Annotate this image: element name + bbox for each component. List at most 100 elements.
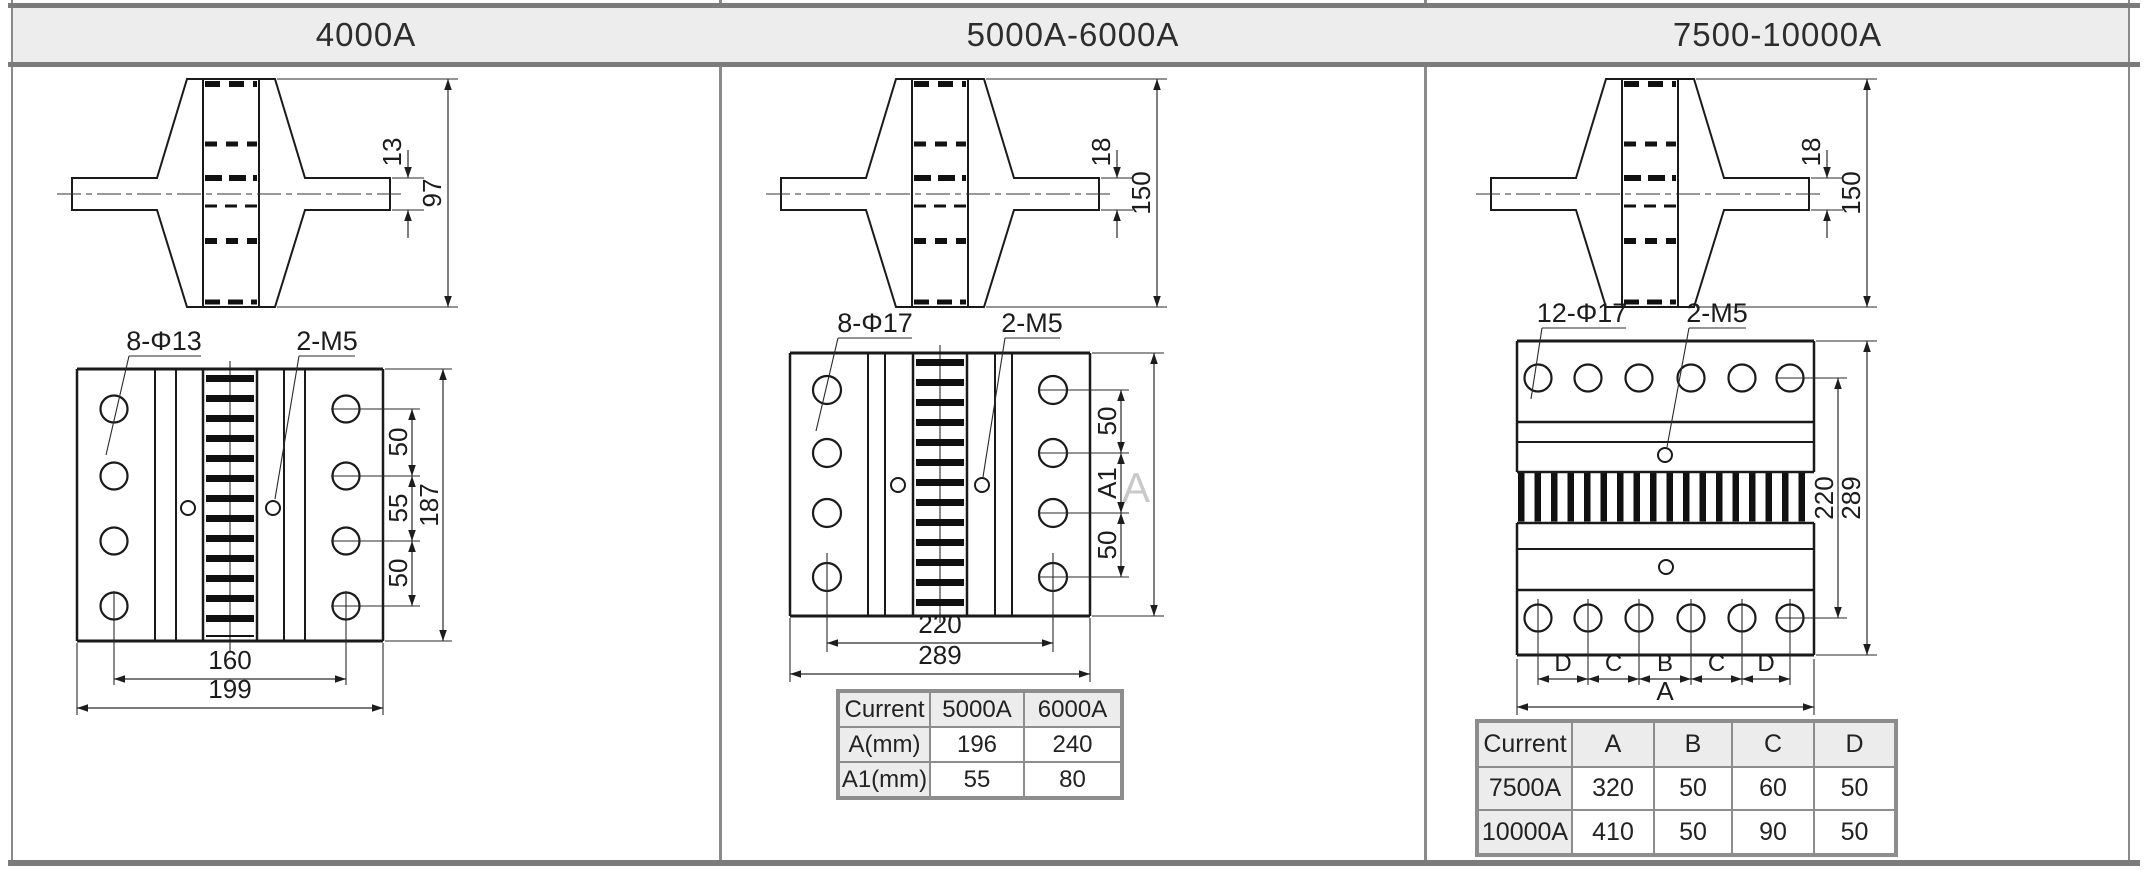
dimension-arrowhead — [114, 675, 125, 683]
dimension-arrowhead — [408, 409, 416, 420]
right-border — [2128, 0, 2130, 862]
table-cell: 90 — [1731, 809, 1815, 856]
dimension-arrowhead — [1517, 703, 1528, 711]
holes-callout: 8-Φ17 — [837, 308, 913, 338]
dim-overall-height-front: 289 — [1836, 476, 1866, 519]
dimension-arrowhead — [1639, 675, 1650, 683]
leader-line — [815, 337, 839, 432]
dimension-arrowhead — [1823, 210, 1831, 221]
dimension-arrowhead — [1731, 675, 1742, 683]
dimension-arrowhead — [1742, 675, 1753, 683]
dim-bar-thickness: 18 — [1796, 138, 1826, 167]
table-cell: 60 — [1731, 766, 1815, 811]
spec-table-7500-10000a: Current A B C D 7500A 320 50 60 50 10000… — [1475, 719, 1898, 857]
dimension-arrowhead — [1153, 79, 1161, 90]
table-cell: 50 — [1813, 809, 1897, 856]
dimension-arrowhead — [790, 670, 801, 678]
panel-drawing-5000a-6000a: 150 18 — [766, 78, 1167, 682]
dimension-arrowhead — [408, 476, 416, 487]
dimension-arrowhead — [1834, 607, 1842, 618]
extension-lines — [76, 368, 452, 715]
dimension-arrowhead — [1863, 296, 1871, 307]
m5-hole — [1657, 447, 1673, 463]
panel-drawing-4000a: 97 13 — [57, 78, 458, 715]
dimension-arrowhead — [1117, 390, 1125, 401]
holes-callout: 8-Φ13 — [126, 326, 202, 356]
leader-line — [105, 355, 130, 456]
header-rule — [8, 62, 2140, 67]
dimension-arrowhead — [1153, 296, 1161, 307]
dimension-arrowhead — [1588, 675, 1599, 683]
dim-hole-pitch-a1: A1 — [1092, 467, 1122, 499]
bottom-rule — [8, 860, 2140, 866]
dimension-arrowhead — [1577, 675, 1588, 683]
top-rule — [8, 3, 2140, 8]
dim-segment-b: B — [1657, 650, 1673, 677]
dimension-arrowhead — [1117, 513, 1125, 524]
dimension-arrowhead — [1150, 353, 1158, 364]
lamination-stack — [205, 81, 257, 305]
dimension-arrowhead — [439, 630, 447, 641]
side-view: 150 18 — [766, 78, 1167, 308]
table-cell: 80 — [1023, 761, 1123, 799]
dim-hole-pitch: 50 — [1092, 407, 1122, 436]
leader-line — [1666, 327, 1690, 448]
front-view: 50 55 50 187 160 199 8-Φ13 2-M5 — [75, 326, 452, 715]
table-cell: 240 — [1023, 726, 1123, 763]
column-divider — [1424, 0, 1427, 862]
dimension-arrowhead — [444, 79, 452, 90]
lamination-stack — [1624, 81, 1676, 305]
table-cell: 50 — [1653, 809, 1733, 856]
dim-overall-width-variable: A — [1656, 676, 1674, 706]
dimension-arrowhead — [1779, 675, 1790, 683]
leader-line — [1530, 327, 1543, 400]
table-header-cell: Current — [1476, 720, 1573, 768]
dimension-arrowhead — [1113, 210, 1121, 221]
dimension-arrowhead — [1834, 378, 1842, 389]
dim-hole-pitch: 50 — [383, 428, 413, 457]
dimension-arrowhead — [408, 595, 416, 606]
column-divider — [719, 0, 722, 862]
m5-hole — [974, 477, 990, 493]
table-cell: 410 — [1571, 809, 1655, 856]
dimension-arrowhead — [335, 675, 346, 683]
dimension-arrowhead — [408, 465, 416, 476]
dim-hole-pitch: 50 — [1092, 531, 1122, 560]
table-row-label: A(mm) — [837, 726, 931, 763]
table-row: A(mm) 196 240 — [837, 726, 1123, 763]
dim-hole-pitch: 55 — [383, 494, 413, 523]
dimension-arrowhead — [408, 541, 416, 552]
spec-table-5000a-6000a: Current 5000A 6000A A(mm) 196 240 A1(mm)… — [836, 689, 1124, 800]
table-row-label: 7500A — [1476, 766, 1573, 811]
dimension-arrowhead — [1042, 639, 1053, 647]
dimension-arrowhead — [1691, 675, 1702, 683]
dim-hole-span-vertical: 220 — [1809, 476, 1839, 519]
leader-line — [274, 355, 300, 500]
front-view: 220 289 D C B C D A 12-Φ17 2-M5 — [1515, 298, 1877, 715]
lamination-stack — [914, 81, 966, 305]
dimension-arrowhead — [1150, 605, 1158, 616]
dimension-arrowhead — [1117, 453, 1125, 464]
m5-hole — [1658, 559, 1674, 575]
dimension-arrowhead — [1117, 442, 1125, 453]
holes-callout: 12-Φ17 — [1537, 298, 1628, 328]
table-row: 7500A 320 50 60 50 — [1476, 766, 1897, 811]
table-row: A1(mm) 55 80 — [837, 761, 1123, 799]
dim-segment-c: C — [1708, 650, 1725, 677]
left-border — [11, 0, 13, 862]
dimension-arrowhead — [77, 704, 88, 712]
dim-segment-c: C — [1605, 650, 1622, 677]
table-header-cell: A — [1571, 720, 1655, 768]
dimension-arrowhead — [1113, 167, 1121, 178]
dimension-arrowhead — [1117, 502, 1125, 513]
extension-lines — [1516, 340, 1877, 715]
dimension-arrowhead — [404, 167, 412, 178]
table-cell: 320 — [1571, 766, 1655, 811]
table-cell: 50 — [1813, 766, 1897, 811]
m5-hole — [180, 500, 196, 516]
dim-overall-width: 199 — [208, 674, 251, 704]
dimension-arrowhead — [1863, 644, 1871, 655]
extension-lines — [789, 352, 1164, 682]
tap-callout: 2-M5 — [296, 326, 358, 356]
